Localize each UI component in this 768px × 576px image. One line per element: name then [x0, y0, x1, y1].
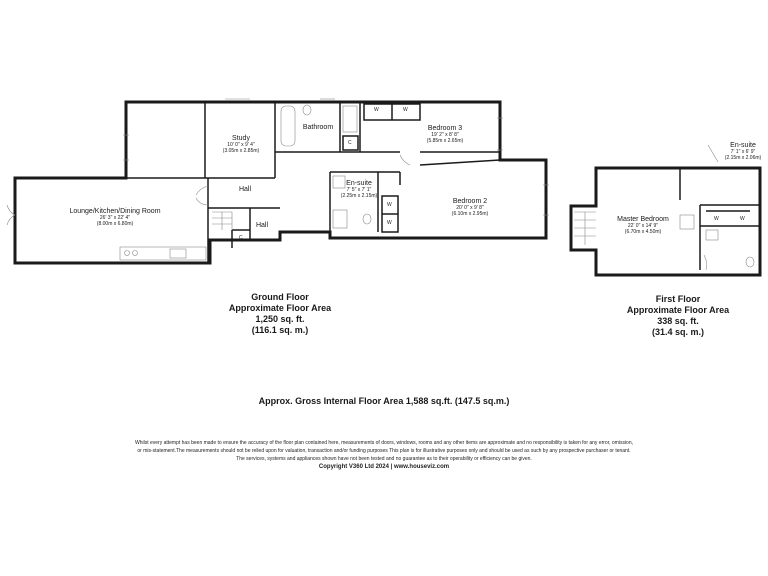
caption-subtitle: Approximate Floor Area: [228, 303, 332, 313]
room-master-bedroom: Master Bedroom 22' 0" x 14' 9" (6.70m x …: [610, 216, 676, 235]
wardrobe-marker: W: [740, 216, 745, 222]
first-floor-fixtures: [574, 144, 755, 271]
caption-subtitle: Approximate Floor Area: [626, 305, 730, 315]
room-metric: (5.85m x 2.65m): [426, 138, 464, 144]
room-name: Bathroom: [302, 124, 334, 131]
room-dims: 22' 0" x 14' 9": [627, 223, 659, 229]
room-name: Bedroom 2: [452, 198, 488, 205]
room-name: Master Bedroom: [617, 216, 669, 223]
room-metric: (8.00m x 6.80m): [96, 221, 134, 227]
first-floor-outline: [569, 166, 762, 277]
wardrobe-marker: W: [714, 216, 719, 222]
room-dims: 26' 3" x 22' 4": [99, 215, 131, 221]
room-hall-main: Hall: [230, 186, 260, 193]
room-name: En-suite: [346, 180, 372, 187]
wardrobe-marker: W: [374, 107, 379, 113]
caption-title: First Floor: [655, 294, 701, 304]
room-bathroom: Bathroom: [294, 124, 342, 131]
caption-sqm: (31.4 sq. m.): [651, 327, 705, 337]
disclaimer: Whilst every attempt has been made to en…: [20, 439, 748, 471]
first-floor-internal-walls: [679, 168, 760, 270]
room-bedroom-2: Bedroom 2 20' 0" x 9' 8" (6.10m x 2.95m): [430, 198, 510, 217]
wardrobe-marker: W: [387, 220, 392, 226]
ground-floor-outline: [13, 100, 548, 265]
caption-title: Ground Floor: [251, 292, 309, 302]
room-dims: 10' 0" x 9' 4": [227, 142, 255, 148]
room-metric: (2.25m x 2.15m): [340, 193, 378, 199]
room-name: Lounge/Kitchen/Dining Room: [69, 208, 161, 215]
room-name: Bedroom 3: [427, 125, 463, 132]
room-name: Hall: [238, 186, 252, 193]
disclaimer-line: The services, systems and appliances sho…: [236, 456, 532, 462]
room-name: Hall: [255, 222, 269, 229]
room-ensuite-ground: En-suite 7' 5" x 7' 1" (2.25m x 2.15m): [334, 180, 384, 199]
room-metric: (6.70m x 4.50m): [624, 229, 662, 235]
room-dims: 7' 5" x 7' 1": [346, 187, 372, 193]
copyright: Copyright V360 Ltd 2024 | www.houseviz.c…: [318, 464, 450, 470]
room-name: Study: [232, 135, 250, 142]
room-lounge: Lounge/Kitchen/Dining Room 26' 3" x 22' …: [50, 208, 180, 227]
room-ensuite-first: En-suite 7' 1" x 6' 9" (2.15m x 2.06m): [718, 142, 768, 161]
ground-floor-walls: [13, 100, 548, 265]
first-floor-caption: First Floor Approximate Floor Area 338 s…: [596, 294, 760, 338]
disclaimer-line: Whilst every attempt has been made to en…: [134, 440, 634, 446]
room-metric: (2.15m x 2.06m): [724, 155, 762, 161]
ground-floor-internal-walls: [126, 102, 501, 263]
ground-floor-caption: Ground Floor Approximate Floor Area 1,25…: [200, 292, 360, 336]
caption-sqft: 338 sq. ft.: [657, 316, 699, 326]
room-metric: (6.10m x 2.95m): [451, 211, 489, 217]
cupboard-marker: C: [239, 235, 243, 241]
room-hall-small: Hall: [252, 222, 272, 229]
room-dims: 19' 2" x 8' 8": [431, 132, 459, 138]
room-study: Study 10' 0" x 9' 4" (3.05m x 2.85m): [210, 135, 272, 154]
room-dims: 7' 1" x 6' 9": [730, 149, 756, 155]
room-metric: (3.05m x 2.85m): [222, 148, 260, 154]
caption-sqft: 1,250 sq. ft.: [255, 314, 305, 324]
wardrobe-marker: W: [403, 107, 408, 113]
room-bedroom-3: Bedroom 3 19' 2" x 8' 8" (5.85m x 2.65m): [410, 125, 480, 144]
room-name: En-suite: [730, 142, 756, 149]
room-dims: 20' 0" x 9' 8": [456, 205, 484, 211]
wardrobe-marker: W: [387, 202, 392, 208]
first-floor-walls: [569, 166, 762, 277]
ground-floor-fixtures: [6, 98, 549, 261]
disclaimer-line: or mis-statement.The measurements should…: [137, 448, 631, 454]
cupboard-marker: C: [348, 140, 352, 146]
caption-sqm: (116.1 sq. m.): [251, 325, 309, 335]
gross-floor-area: Approx. Gross Internal Floor Area 1,588 …: [258, 396, 510, 406]
